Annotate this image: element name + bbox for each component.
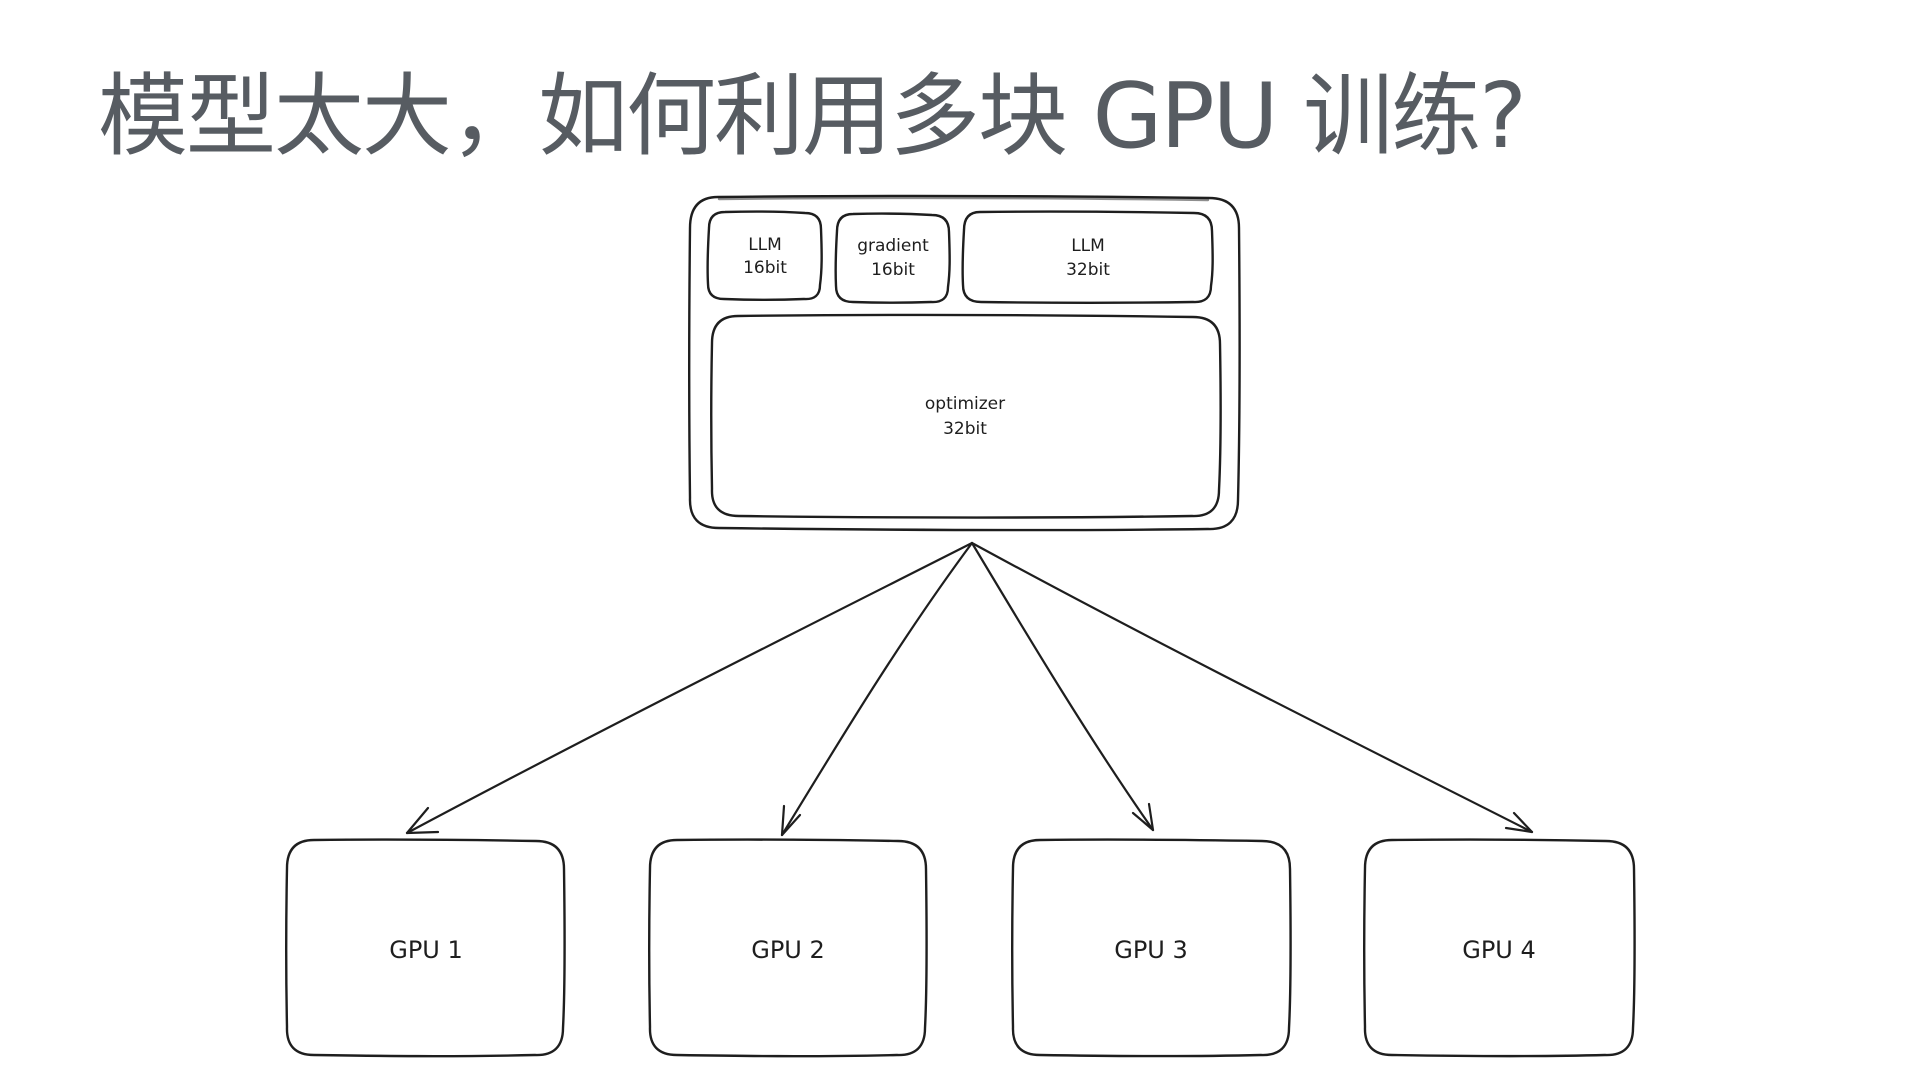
model-container[interactable] (688, 194, 1241, 532)
edge-to-gpu-2 (780, 541, 974, 837)
gradient-16bit-line2: 16bit (871, 260, 915, 280)
gpu-3-label: GPU 3 (1114, 936, 1188, 964)
gpu-2-box[interactable]: GPU 2 (648, 838, 928, 1058)
llm-32bit-line2: 32bit (1066, 260, 1110, 280)
gpu-2-label: GPU 2 (751, 936, 825, 964)
gpu-4-label: GPU 4 (1462, 936, 1536, 964)
edge-to-gpu-3 (970, 541, 1155, 832)
llm-16bit-block[interactable]: LLM 16bit (706, 210, 823, 301)
gpu-3-box[interactable]: GPU 3 (1011, 838, 1292, 1058)
llm-32bit-line1: LLM (1071, 236, 1105, 256)
llm-16bit-line1: LLM (748, 235, 782, 255)
gradient-16bit-line1: gradient (857, 236, 929, 256)
gpu-4-box[interactable]: GPU 4 (1363, 838, 1636, 1058)
gpu-1-label: GPU 1 (389, 936, 463, 964)
gradient-16bit-block[interactable]: gradient 16bit (834, 212, 951, 304)
llm-32bit-block[interactable]: LLM 32bit (961, 210, 1214, 304)
edge-to-gpu-1 (405, 541, 974, 835)
edge-to-gpu-4 (970, 541, 1534, 834)
optimizer-32bit-block[interactable]: optimizer 32bit (710, 313, 1222, 519)
gpu-1-box[interactable]: GPU 1 (285, 838, 566, 1058)
optimizer-32bit-line1: optimizer (925, 394, 1005, 414)
llm-16bit-line2: 16bit (743, 258, 787, 278)
optimizer-32bit-line2: 32bit (943, 419, 987, 439)
page-title: 模型太大，如何利用多块 GPU 训练? (98, 64, 1527, 169)
